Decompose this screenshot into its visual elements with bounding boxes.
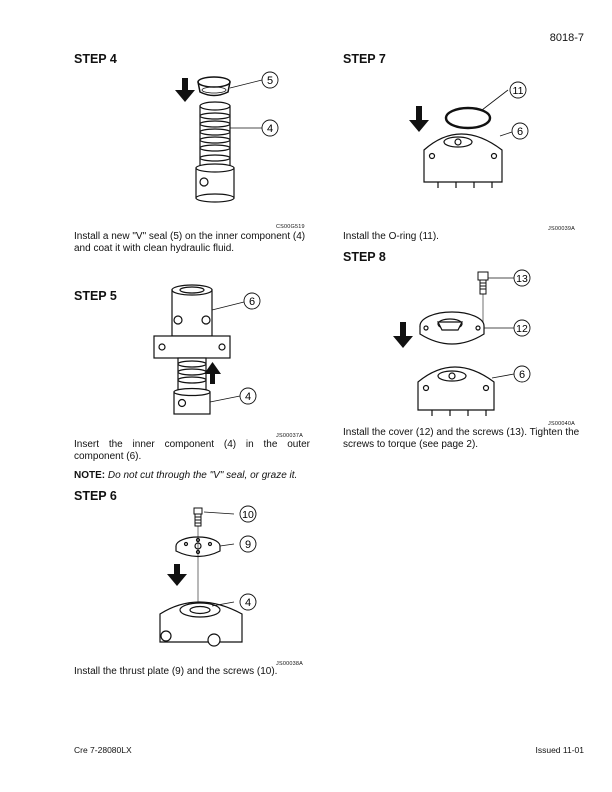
step-5-note: NOTE: Do not cut through the "V" seal, o…: [74, 470, 314, 482]
callout-4-label: 4: [245, 391, 251, 403]
up-arrow-icon: [204, 362, 221, 384]
callout-11: [509, 81, 527, 99]
callout-6-label: 6: [249, 296, 255, 308]
callout-5-label: 5: [267, 75, 273, 87]
callout-5: [261, 71, 279, 89]
callout-6-label: 6: [517, 126, 523, 138]
screw-part: [477, 271, 489, 295]
callout-9-label: 9: [245, 539, 251, 551]
callout-4: [261, 119, 279, 137]
callout-13: [513, 269, 531, 287]
down-arrow-icon: [167, 564, 187, 586]
step-5-figure-code: JS00037A: [276, 433, 303, 439]
outer-component-part: [423, 133, 503, 188]
o-ring-part: [444, 106, 492, 130]
down-arrow-icon: [393, 322, 413, 348]
callout-6: [513, 365, 531, 383]
callout-6-label: 6: [519, 369, 525, 381]
callout-4-label: 4: [267, 123, 273, 135]
step-7-title: STEP 7: [343, 52, 386, 66]
step-6-illustration: 10 9 4: [159, 505, 257, 647]
outer-component-part: [417, 366, 495, 416]
step-7-illustration: 11 6: [409, 81, 529, 188]
footer-issue-date: Issued 11-01: [535, 745, 584, 755]
callout-6: [243, 292, 261, 310]
step-4-title: STEP 4: [74, 52, 117, 66]
step-6-text: Install the thrust plate (9) and the scr…: [74, 666, 278, 677]
callout-9: [239, 535, 257, 553]
step-7-text: Install the O-ring (11).: [343, 231, 439, 242]
callout-4-label: 4: [245, 597, 251, 609]
cover-part: [419, 311, 485, 345]
callout-4: [239, 593, 257, 611]
callout-11-label: 11: [513, 85, 524, 97]
page-number: 8018-7: [549, 32, 584, 44]
footer-document-code: Cre 7-28080LX: [74, 745, 132, 755]
down-arrow-icon: [175, 78, 195, 102]
step-5-illustration: 6 4: [153, 284, 261, 415]
down-arrow-icon: [409, 106, 429, 132]
callout-13-label: 13: [516, 273, 528, 285]
step-4-figure-code: CS00G519: [276, 224, 305, 230]
callout-4: [239, 387, 257, 405]
callout-12: [513, 319, 531, 337]
outer-component-part: [153, 284, 231, 359]
callout-12-label: 12: [516, 323, 528, 335]
step-4-text: Install a new "V" seal (5) on the inner …: [74, 231, 306, 254]
step-8-text: Install the cover (12) and the screws (1…: [343, 427, 580, 450]
v-seal-part: [197, 76, 231, 97]
step-5-title: STEP 5: [74, 289, 117, 303]
step-8-illustration: 13 12 6: [393, 269, 531, 416]
screw-part: [193, 507, 203, 527]
note-text: Do not cut through the "V" seal, or graz…: [107, 470, 298, 481]
callout-6: [511, 122, 529, 140]
inner-component-part: [173, 357, 211, 415]
step-7-figure-code: JS00039A: [548, 226, 575, 232]
step-8-title: STEP 8: [343, 250, 386, 264]
step-8-figure-code: JS00040A: [548, 421, 575, 427]
step-6-figure-code: JS00038A: [276, 661, 303, 667]
callout-10: [239, 505, 257, 523]
callout-10-label: 10: [242, 509, 254, 521]
step-4-illustration: 5 4: [175, 71, 279, 203]
step-5-text: Insert the inner component (4) in the ou…: [74, 439, 310, 462]
note-label: NOTE:: [74, 470, 106, 481]
step-6-title: STEP 6: [74, 489, 117, 503]
housing-part: [159, 601, 243, 647]
inner-component-part: [195, 101, 235, 203]
